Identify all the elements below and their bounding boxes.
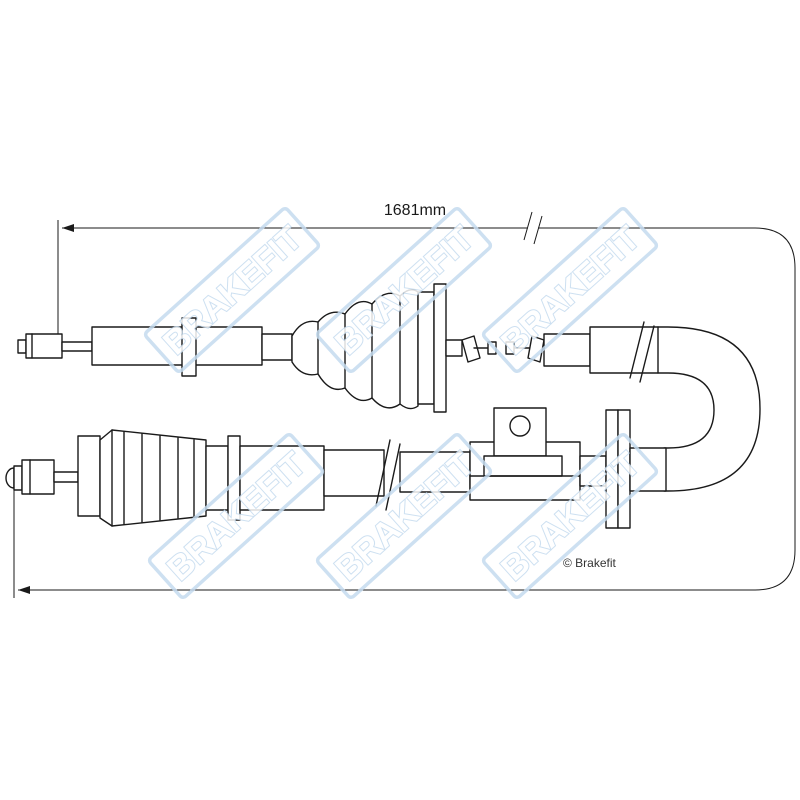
upper-clip-right bbox=[527, 335, 545, 363]
lower-tip bbox=[13, 465, 23, 491]
length-label: 1681mm bbox=[383, 202, 447, 219]
dimension-arrow-bottom bbox=[18, 586, 30, 594]
watermark-logo-6 bbox=[481, 433, 659, 599]
dimension-break bbox=[523, 211, 543, 245]
watermark-logo-1 bbox=[143, 207, 321, 373]
upper-threaded-tip bbox=[17, 339, 27, 354]
upper-right-sleeve bbox=[589, 326, 659, 374]
adjuster-collar bbox=[77, 435, 101, 517]
lower-inner-rod bbox=[53, 471, 79, 483]
bellows-boot bbox=[291, 289, 419, 410]
u-bend-cable bbox=[657, 326, 761, 492]
upper-cable-end-right bbox=[505, 341, 515, 355]
upper-right-ferrule bbox=[543, 333, 591, 367]
bracket-clamp bbox=[483, 455, 563, 477]
dimension-arrow-top bbox=[62, 224, 74, 232]
upper-inner-rod bbox=[61, 341, 93, 352]
upper-break-mark bbox=[629, 321, 655, 383]
lower-ball-end bbox=[5, 467, 15, 489]
bracket-hole bbox=[509, 415, 531, 437]
mounting-plate bbox=[433, 283, 447, 413]
copyright-notice: © Brakefit bbox=[563, 556, 616, 570]
watermark-logo-3 bbox=[481, 207, 659, 373]
upper-ferrule bbox=[261, 333, 293, 361]
lower-right-sleeve bbox=[629, 447, 667, 492]
lower-ferrule bbox=[323, 449, 385, 497]
lower-break-mark bbox=[375, 439, 401, 511]
watermark-logo-5 bbox=[315, 433, 493, 599]
upper-joint bbox=[445, 339, 463, 357]
dimension-lines bbox=[13, 211, 796, 598]
adjuster-nut bbox=[99, 429, 207, 527]
lower-end-fitting bbox=[21, 459, 55, 495]
upper-clip bbox=[461, 335, 481, 363]
upper-cable-assembly bbox=[17, 283, 659, 413]
watermark-logo-4 bbox=[147, 433, 325, 599]
watermark-logo-2 bbox=[315, 207, 493, 373]
